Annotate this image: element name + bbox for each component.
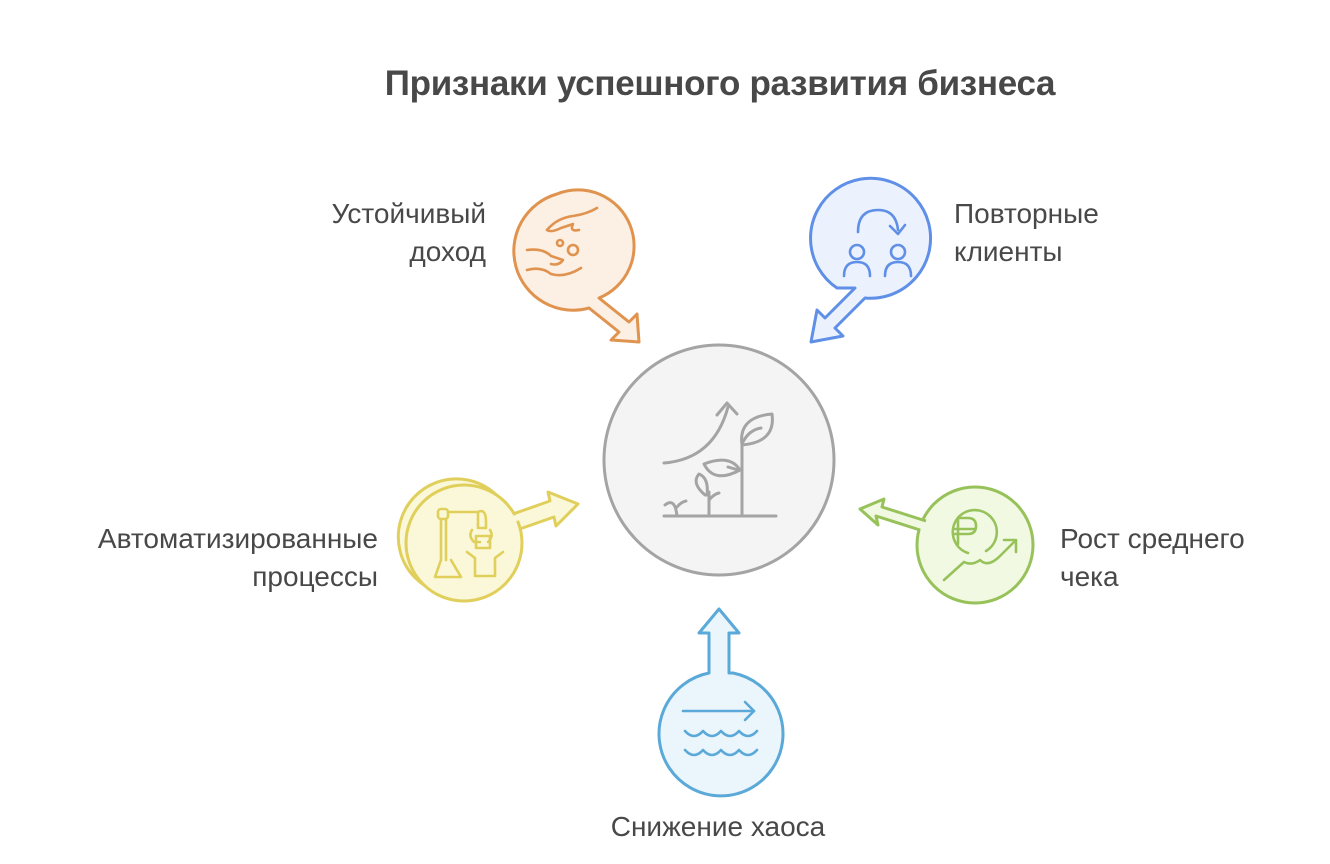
label-line: Рост среднего xyxy=(1060,523,1245,554)
label-avg-check-growth: Рост среднего чека xyxy=(1060,520,1320,596)
label-line: Автоматизированные xyxy=(97,523,378,554)
plant-growth-icon xyxy=(662,401,778,518)
calm-waves-icon xyxy=(681,700,759,757)
diagram-title: Признаки успешного развития бизнеса xyxy=(384,64,1056,103)
label-line: чека xyxy=(1060,561,1119,592)
node-automated-processes xyxy=(396,477,580,603)
hands-coins-icon xyxy=(525,206,599,277)
label-line: клиенты xyxy=(954,236,1063,267)
node-chaos-reduction xyxy=(657,607,785,798)
center-node xyxy=(602,343,836,577)
label-line: процессы xyxy=(252,561,378,592)
label-stable-income: Устойчивый доход xyxy=(250,195,486,271)
node-stable-income xyxy=(512,188,641,344)
node-repeat-clients xyxy=(809,176,932,344)
label-automated-processes: Автоматизированные процессы xyxy=(20,520,378,596)
label-line: Повторные xyxy=(954,198,1099,229)
ruble-growth-icon xyxy=(942,508,1018,582)
users-cycle-icon xyxy=(842,208,913,278)
label-line: доход xyxy=(409,236,486,267)
label-chaos-reduction: Снижение хаоса xyxy=(560,808,876,846)
node-avg-check-growth xyxy=(858,485,1035,605)
label-repeat-clients: Повторные клиенты xyxy=(954,195,1214,271)
robot-arm-icon xyxy=(433,507,505,579)
label-line: Устойчивый xyxy=(331,198,486,229)
label-line: Снижение хаоса xyxy=(610,811,826,842)
